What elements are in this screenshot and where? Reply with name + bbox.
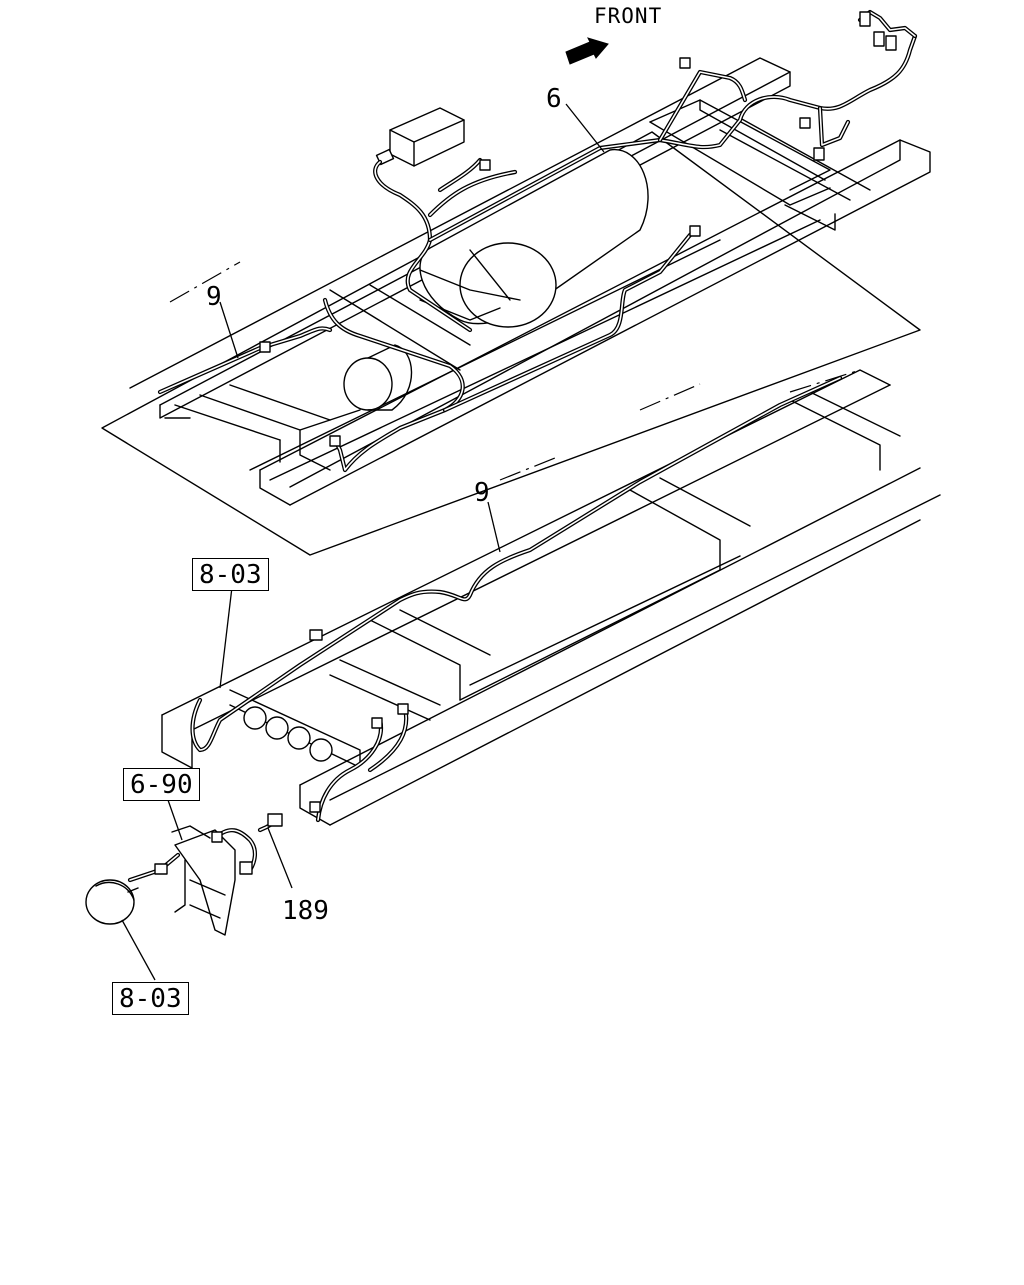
front-arrow-icon <box>565 37 609 65</box>
rear-lamp-icon <box>85 879 139 925</box>
spare-tire-icon <box>343 344 413 411</box>
harness-9-lower-wire <box>190 375 843 823</box>
connector-icon <box>154 813 283 875</box>
license-bracket <box>171 825 236 936</box>
ref-box-bracket[interactable]: 6-90 <box>123 768 200 801</box>
callout-harness-mid-lower: 9 <box>474 478 490 508</box>
connector-icon <box>309 629 409 813</box>
lower-frame-section <box>161 369 941 826</box>
connector-icon <box>259 11 897 447</box>
leader-lines <box>121 103 605 981</box>
harness-6-wire <box>157 9 918 473</box>
front-direction-label: FRONT <box>594 4 663 28</box>
relay-box-icon <box>375 107 465 167</box>
ref-box-rear-harness[interactable]: 8-03 <box>192 558 269 591</box>
callout-harness-mid-upper: 9 <box>206 282 222 312</box>
callout-connector-part: 189 <box>282 896 329 926</box>
ref-box-lamp[interactable]: 8-03 <box>112 982 189 1015</box>
upper-frame-section <box>101 57 931 556</box>
fuel-tank-icon <box>419 149 649 328</box>
callout-harness-front: 6 <box>546 84 562 114</box>
